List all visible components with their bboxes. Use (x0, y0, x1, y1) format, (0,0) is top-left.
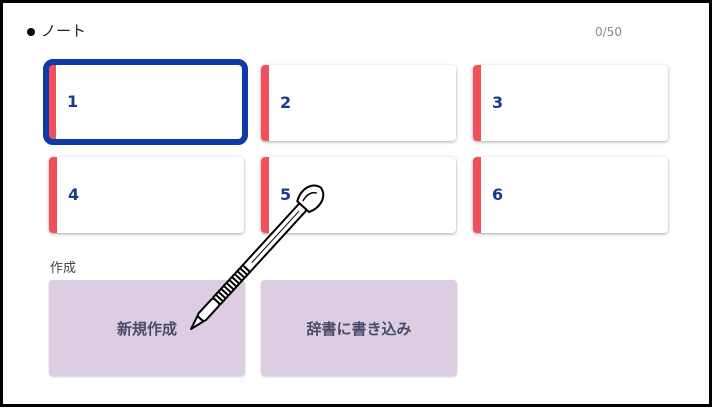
note-accent-bar (261, 65, 269, 141)
note-accent-bar (473, 65, 481, 141)
note-accent-bar (473, 157, 481, 233)
note-counter: 0/50 (595, 25, 622, 39)
note-label: 5 (280, 185, 292, 204)
note-accent-bar (48, 64, 56, 140)
note-label: 4 (68, 185, 80, 204)
bullet-icon (27, 28, 35, 36)
note-label: 6 (492, 185, 504, 204)
note-label: 2 (280, 93, 292, 112)
selection-focus-ring (43, 59, 248, 145)
note-label: 1 (67, 92, 79, 111)
note-card-3[interactable]: 3 (473, 65, 668, 141)
note-card-1[interactable]: 1 (43, 59, 248, 145)
page-title: ノート (41, 22, 87, 40)
note-label: 3 (492, 93, 504, 112)
write-dictionary-button[interactable]: 辞書に書き込み (261, 280, 457, 376)
note-accent-bar (261, 157, 269, 233)
new-note-button[interactable]: 新規作成 (49, 280, 245, 376)
note-accent-bar (49, 157, 57, 233)
note-card-4[interactable]: 4 (49, 157, 244, 233)
create-section-title: 作成 (50, 261, 77, 276)
note-card-2[interactable]: 2 (261, 65, 456, 141)
note-card-5[interactable]: 5 (261, 157, 456, 233)
note-card-6[interactable]: 6 (473, 157, 668, 233)
